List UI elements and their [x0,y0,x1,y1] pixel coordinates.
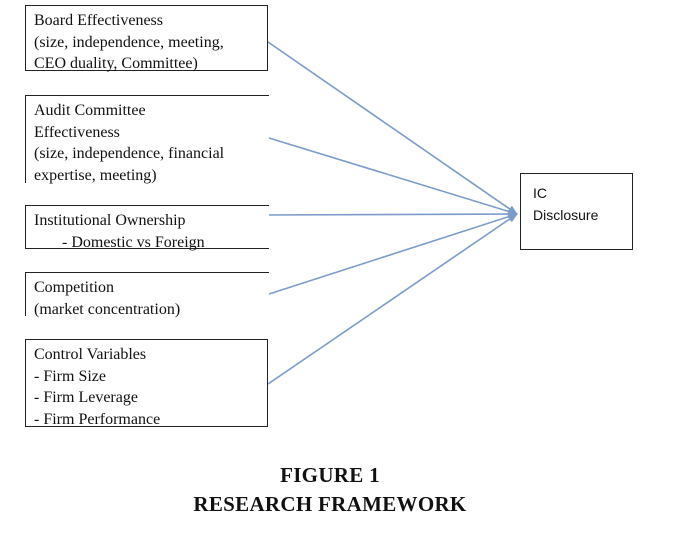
box-text-line: (size, independence, financial [34,145,225,162]
box-text-line: Competition [34,279,114,296]
box-text-line: - Firm Performance [34,410,161,428]
arrow-comp-to-ic [268,212,518,295]
figure-title: RESEARCH FRAMEWORK [193,492,467,516]
board-effectiveness-box: Board Effectiveness (size, independence,… [25,5,268,72]
ic-disclosure-box: IC Disclosure [520,173,633,250]
box-text-line: (market concentration) [34,300,181,318]
box-text-line: Disclosure [533,207,599,223]
box-text-line: - Firm Size [34,367,106,385]
box-text-line: - Domestic vs Foreign [62,233,205,251]
box-text-line: - Firm Leverage [34,389,138,406]
box-text-line: Effectiveness [34,123,120,141]
control-variables-box: Control Variables - Firm Size - Firm Lev… [25,339,268,428]
institutional-ownership-box: Institutional Ownership - Domestic vs Fo… [25,205,269,251]
box-text-line: (size, independence, meeting, [34,33,224,51]
box-text-line: Audit Committee [34,102,146,119]
audit-committee-box: Audit Committee Effectiveness (size, ind… [25,95,269,184]
box-text-line: expertise, meeting) [34,166,157,184]
box-text-line: Board Effectiveness [34,12,163,29]
arrow-board-to-ic [267,41,518,215]
box-text-line: IC [533,185,547,201]
figure-number: FIGURE 1 [280,463,380,487]
box-text-line: Institutional Ownership [34,212,186,229]
competition-box: Competition (market concentration) [25,272,269,318]
arrow-control-to-ic [267,213,518,385]
arrow-audit-to-ic [268,137,518,216]
box-text-line: Control Variables [34,346,147,363]
box-text-line: CEO duality, Committee) [34,55,198,72]
arrow-inst-to-ic [261,210,518,219]
